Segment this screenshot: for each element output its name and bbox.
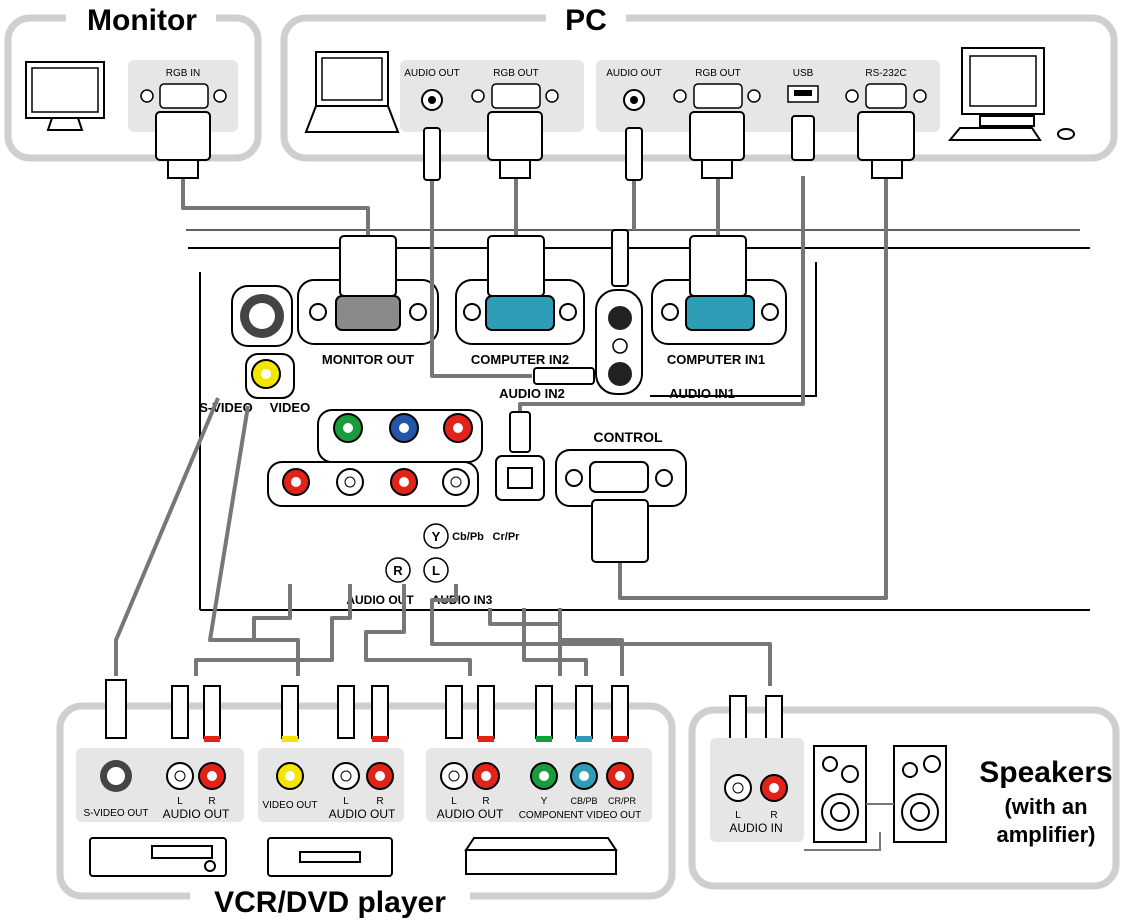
pc2-rgb-out-label: RGB OUT xyxy=(695,68,741,79)
proj-r-label: R xyxy=(393,563,403,578)
dvd-device-icon xyxy=(464,837,618,875)
pc-group-label: PC xyxy=(565,4,607,37)
video-port: VIDEO xyxy=(245,353,310,415)
s-video-label: S-VIDEO xyxy=(199,400,252,415)
component-video-out-label: COMPONENT VIDEO OUT xyxy=(519,810,642,821)
audio-in-jacks: AUDIO IN2 AUDIO IN1 xyxy=(499,289,735,401)
vcr2-l-label: L xyxy=(343,796,349,807)
vcr-device-icon xyxy=(89,837,227,877)
svideo-port: S-VIDEO xyxy=(199,285,293,415)
speaker-right-icon xyxy=(893,745,947,843)
computer-in1-port: COMPUTER IN1 xyxy=(651,279,787,367)
projector-usb-port xyxy=(495,455,545,501)
proj-l-label: L xyxy=(432,563,440,578)
monitor-out-port: MONITOR OUT xyxy=(297,279,439,367)
control-label: CONTROL xyxy=(593,429,663,445)
vcr-group-label: VCR/DVD player xyxy=(214,886,446,919)
audio-rca-row xyxy=(267,461,479,507)
projector-small-labels: Y L R Cb/Pb Cr/Pr AUDIO IN3 AUDIO OUT xyxy=(346,523,521,607)
speakers-label-3: amplifier) xyxy=(996,822,1095,847)
pc1-audio-out-label: AUDIO OUT xyxy=(404,68,460,79)
laptop-icon xyxy=(304,51,400,133)
speaker-l-label: L xyxy=(735,810,741,821)
cb-pb-label: CB/PB xyxy=(570,796,597,806)
vcr1-l-label: L xyxy=(177,796,183,807)
dvd-audio-out-label: AUDIO OUT xyxy=(437,807,504,821)
vga-plugs xyxy=(155,111,915,563)
vcr1-port-panel: S-VIDEO OUT L R AUDIO OUT xyxy=(76,748,244,822)
monitor-group-label: Monitor xyxy=(87,4,197,37)
proj-cb-label: Cb/Pb xyxy=(452,531,484,543)
vcr2-r-label: R xyxy=(376,796,383,807)
monitor-icon xyxy=(25,61,105,131)
computer-in1-label: COMPUTER IN1 xyxy=(667,352,765,367)
vcr1-audio-out-label: AUDIO OUT xyxy=(163,807,230,821)
vcr2-device-icon xyxy=(267,837,393,877)
speakers-label-1: Speakers xyxy=(979,756,1112,789)
proj-y-label: Y xyxy=(432,529,441,544)
audio-in-label: AUDIO IN xyxy=(729,821,782,835)
rs232c-label: RS-232C xyxy=(865,68,906,79)
dvd-r-label: R xyxy=(482,796,489,807)
pc1-rgb-out-label: RGB OUT xyxy=(493,68,539,79)
y-label: Y xyxy=(541,796,548,807)
monitor-out-label: MONITOR OUT xyxy=(322,352,414,367)
speakers-group-frame xyxy=(688,706,1120,890)
video-out-label: VIDEO OUT xyxy=(262,800,317,811)
pc2-audio-out-label: AUDIO OUT xyxy=(606,68,662,79)
cables xyxy=(114,176,888,686)
vcr1-r-label: R xyxy=(208,796,215,807)
computer-in2-label: COMPUTER IN2 xyxy=(471,352,569,367)
usb-label: USB xyxy=(793,68,814,79)
svideo-out-label: S-VIDEO OUT xyxy=(83,808,148,819)
pc2-port-panel: AUDIO OUT RGB OUT USB RS-232C xyxy=(596,60,940,132)
vcr2-port-panel: VIDEO OUT L R AUDIO OUT xyxy=(258,748,404,822)
rca-plugs xyxy=(105,679,783,747)
proj-audio-out-label: AUDIO OUT xyxy=(346,593,414,607)
dvd-port-panel: L R AUDIO OUT Y CB/PB CR/PR COMPONENT VI… xyxy=(426,748,652,822)
audio-in2-label: AUDIO IN2 xyxy=(499,386,565,401)
video-label: VIDEO xyxy=(270,400,310,415)
speaker-r-label: R xyxy=(770,810,777,821)
desktop-pc-icon xyxy=(947,47,1075,141)
rgb-in-label: RGB IN xyxy=(166,68,200,79)
speaker-port-panel: L R AUDIO IN xyxy=(710,738,804,842)
proj-cr-label: Cr/Pr xyxy=(493,531,521,543)
computer-in2-port: COMPUTER IN2 xyxy=(455,279,585,367)
audio-in1-label: AUDIO IN1 xyxy=(669,386,735,401)
proj-audio-in3-label: AUDIO IN3 xyxy=(432,593,493,607)
audio-mini-plugs xyxy=(423,115,815,453)
component-in-ports xyxy=(317,409,483,463)
cr-pr-label: CR/PR xyxy=(608,796,637,806)
control-port: CONTROL xyxy=(555,429,687,507)
speaker-left-icon xyxy=(813,745,867,843)
vcr2-audio-out-label: AUDIO OUT xyxy=(329,807,396,821)
dvd-l-label: L xyxy=(451,796,457,807)
speakers-label-2: (with an xyxy=(1004,794,1087,819)
